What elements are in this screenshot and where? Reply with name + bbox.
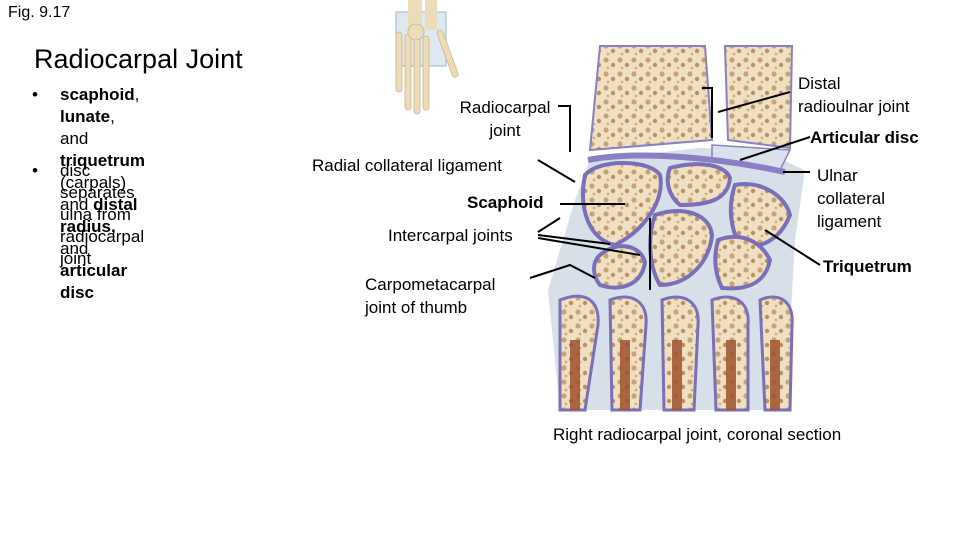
label-line: ligament xyxy=(817,212,882,231)
bullet-segment: articular disc xyxy=(60,261,128,302)
bullet-segment: (carpals) and xyxy=(60,173,127,214)
label-distal-radioulnar-joint: Distal radioulnar joint xyxy=(798,72,910,118)
label-line: radioulnar joint xyxy=(798,97,910,116)
bullet-marker: • xyxy=(32,85,38,104)
bullet-marker: • xyxy=(32,161,38,180)
label-ulnar-collateral-ligament: Ulnar collateral ligament xyxy=(817,164,885,233)
label-radiocarpal-joint: Radiocarpal joint xyxy=(452,96,558,142)
label-line: Distal xyxy=(798,74,841,93)
label-line: joint xyxy=(489,121,521,140)
figure-label: Fig. 9.17 xyxy=(8,4,71,21)
bullet-segment: and xyxy=(60,239,89,258)
figure-caption: Right radiocarpal joint, coronal section xyxy=(553,425,842,444)
label-triquetrum: Triquetrum xyxy=(823,257,912,276)
bullet-line-2: (carpals) and distal radius, and xyxy=(60,172,145,260)
page-title: Radiocarpal Joint xyxy=(34,44,243,74)
bullet-segment: distal radius, xyxy=(60,195,138,236)
hand-thumbnail-image xyxy=(395,0,459,115)
bullet-segment: , and xyxy=(60,107,115,148)
bullet-line-1: disc separates ulna from radiocarpal xyxy=(60,161,145,246)
bullet-line-2: joint xyxy=(60,249,92,268)
bullet-segment: triquetrum xyxy=(60,151,145,170)
bullet-line-1: scaphoid, lunate, and triquetrum xyxy=(60,84,145,172)
label-line: Carpometacarpal xyxy=(365,275,496,294)
bullet-segment: scaphoid xyxy=(60,85,135,104)
label-line: joint of thumb xyxy=(365,298,468,317)
label-intercarpal-joints: Intercarpal joints xyxy=(388,226,513,245)
label-articular-disc: Articular disc xyxy=(810,128,919,147)
label-line: collateral xyxy=(817,189,886,208)
label-line: Ulnar xyxy=(817,166,858,185)
bullet-segment: lunate xyxy=(60,107,111,126)
label-scaphoid: Scaphoid xyxy=(467,193,544,212)
label-line: Radiocarpal xyxy=(459,98,551,117)
bullet-line-3: articular disc xyxy=(60,260,145,304)
label-carpometacarpal-joint: Carpometacarpal joint of thumb xyxy=(365,273,495,319)
label-radial-collateral-ligament: Radial collateral ligament xyxy=(312,156,502,175)
wrist-bone-section xyxy=(548,45,805,412)
bullet-segment: , xyxy=(134,85,140,104)
leader-lines xyxy=(529,87,821,290)
bullet-text: disc separates ulna from radiocarpal joi… xyxy=(60,160,144,270)
bullet-text: scaphoid, lunate, and triquetrum (carpal… xyxy=(60,84,145,304)
